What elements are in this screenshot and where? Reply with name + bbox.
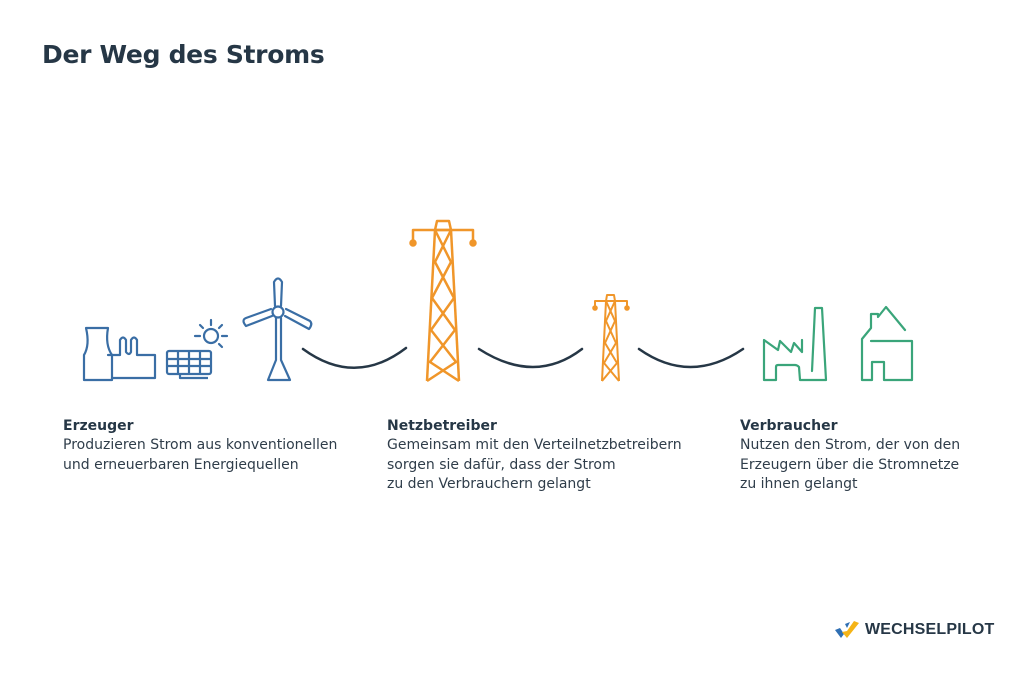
page-title: Der Weg des Stroms — [42, 40, 325, 69]
power-plant-icon — [82, 326, 157, 382]
cable-3 — [637, 347, 745, 369]
factory-icon — [762, 306, 828, 382]
brand-logo: WECHSELPILOT — [834, 620, 995, 640]
large-transmission-tower-icon — [409, 219, 477, 383]
grid-operators-description: Gemeinsam mit den Verteilnetzbetreibern … — [387, 437, 682, 492]
column-producers: Erzeuger Produzieren Strom aus konventio… — [63, 417, 337, 475]
column-grid-operators: Netzbetreiber Gemeinsam mit den Verteiln… — [387, 417, 682, 495]
house-icon — [860, 305, 914, 382]
consumers-description: Nutzen den Strom, der von den Erzeugern … — [740, 437, 961, 492]
brand-name: WECHSELPILOT — [865, 621, 995, 638]
sun-icon — [193, 318, 229, 349]
checkmark-logo-icon — [835, 621, 859, 638]
consumers-heading: Verbraucher — [740, 418, 838, 434]
small-transmission-tower-icon — [592, 294, 630, 382]
wind-turbine-icon — [242, 277, 313, 382]
cable-1 — [301, 346, 408, 369]
grid-operators-heading: Netzbetreiber — [387, 418, 497, 434]
producers-heading: Erzeuger — [63, 418, 134, 434]
column-consumers: Verbraucher Nutzen den Strom, der von de… — [740, 417, 960, 495]
cable-2 — [477, 347, 584, 369]
cables — [301, 346, 745, 369]
solar-panel-icon — [165, 349, 213, 380]
producers-description: Produzieren Strom aus konventionellen un… — [63, 437, 338, 473]
